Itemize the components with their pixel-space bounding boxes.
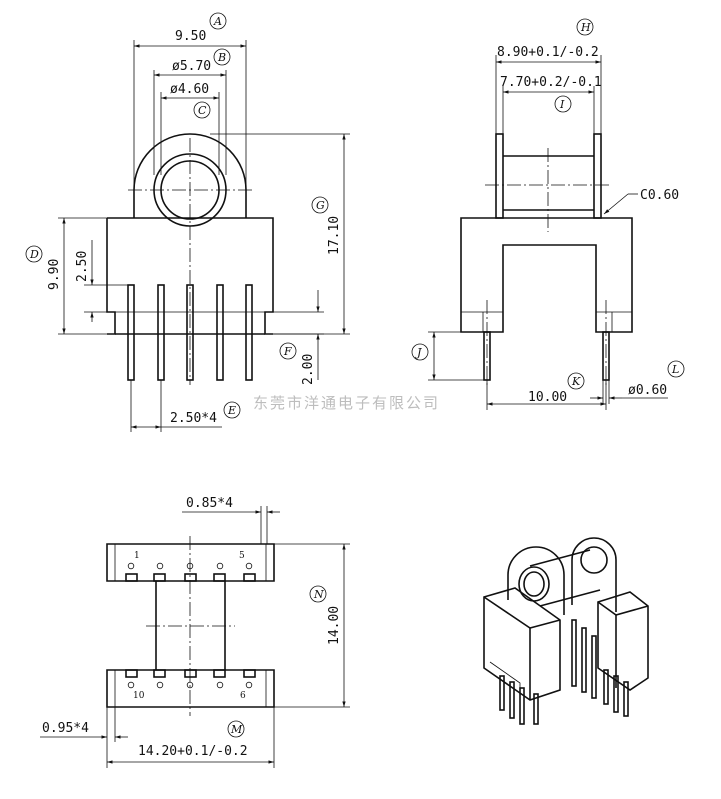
top-pads	[125, 562, 256, 689]
dim-E: 2.50*4	[170, 411, 217, 426]
dim-pin-bottom: 0.95*4	[42, 721, 89, 736]
front-view: 9.50 ø5.70 ø4.60 17.10 9.90 2.50 2.00	[47, 29, 350, 432]
dim-M: 14.20+0.1/-0.2	[138, 744, 248, 759]
tag-A: A	[213, 15, 222, 28]
dim-F: 2.00	[301, 354, 316, 385]
pin-number-10: 10	[133, 691, 145, 701]
tag-E: E	[227, 404, 236, 417]
company-watermark: 东莞市洋通电子有限公司	[253, 394, 440, 412]
side-view: 8.90+0.1/-0.2 7.70+0.2/-0.1 C0.60 10.00 …	[428, 45, 679, 410]
dim-chamfer: C0.60	[640, 188, 679, 203]
tag-I: I	[559, 98, 565, 111]
dim-A: 9.50	[175, 29, 206, 44]
dim-D: 9.90	[47, 259, 62, 290]
pin-number-6: 6	[240, 691, 246, 701]
tag-J: J	[415, 346, 422, 359]
dimension-tags: A B C D E F G H I J K L M N	[25, 12, 685, 738]
tag-D: D	[29, 248, 39, 261]
tag-B: B	[217, 51, 226, 64]
tag-H: H	[580, 21, 591, 34]
pin-number-1: 1	[134, 551, 140, 561]
tag-C: C	[198, 104, 207, 117]
pin-number-5: 5	[239, 551, 245, 561]
dim-C: ø4.60	[170, 82, 209, 97]
dim-L: ø0.60	[628, 383, 667, 398]
tag-M: M	[230, 723, 243, 736]
tag-N: N	[313, 588, 324, 601]
isometric-view	[483, 537, 649, 725]
dim-H: 8.90+0.1/-0.2	[497, 45, 599, 60]
dim-K: 10.00	[528, 390, 567, 405]
tag-F: F	[283, 345, 292, 358]
dim-I: 7.70+0.2/-0.1	[500, 75, 602, 90]
tag-G: G	[316, 199, 325, 212]
dim-N: 14.00	[327, 606, 342, 645]
tag-L: L	[671, 363, 679, 376]
tag-K: K	[571, 375, 581, 388]
dim-G: 17.10	[327, 216, 342, 255]
dim-pin-top: 0.85*4	[186, 496, 233, 511]
dim-D-inner: 2.50	[75, 251, 90, 282]
dim-B: ø5.70	[172, 59, 211, 74]
iso-pins	[499, 619, 629, 725]
top-view: 1 5 10 6 0.85*4 14.00 0.95*4 14.20+0.1/-…	[40, 496, 350, 768]
